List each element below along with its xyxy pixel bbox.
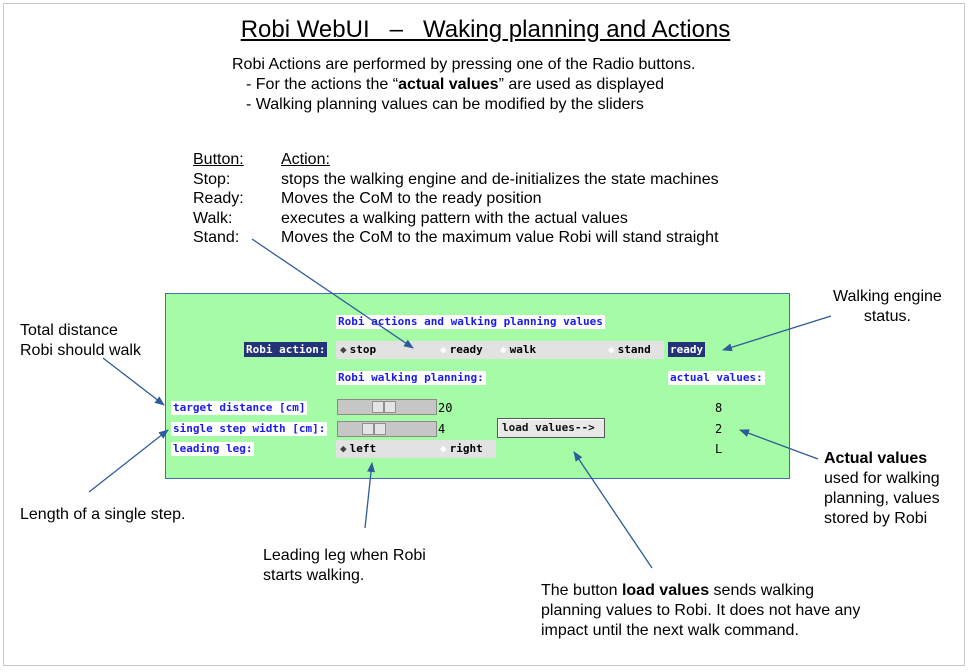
actual-values-note-line: planning, values [824,490,940,507]
slider-thumb[interactable] [362,423,374,435]
radio-label: walk [509,343,537,356]
actual-values-note: Actual values used for walking planning,… [824,449,940,529]
total-distance-note: Total distance Robi should walk [20,321,141,361]
radio-stop[interactable]: ◆stop [340,341,376,359]
arrow-stand-to-radio [251,238,414,349]
button-name: Stop: [193,170,231,188]
walking-planning-label: Robi walking planning: [336,371,486,385]
actual-values-note-line: used for walking [824,470,940,487]
radio-label: stand [617,343,651,356]
button-table-row: Stand: Moves the CoM to the maximum valu… [193,228,719,248]
button-action: Moves the CoM to the maximum value Robi … [281,229,719,246]
actual-step-value: 2 [715,422,723,436]
radio-label: stop [349,343,377,356]
radio-ready[interactable]: ◆ready [440,341,483,359]
arrow-engine-status [722,315,832,352]
load-note-bold: load values [621,582,710,599]
slider-thumb[interactable] [372,401,384,413]
radio-selected-icon: ◆ [340,442,347,455]
leading-leg-note-line: Leading leg when Robi [263,547,426,564]
target-distance-slider[interactable] [337,399,437,415]
load-values-button[interactable]: load values--> [497,418,605,438]
arrow-total-distance [102,357,165,406]
leg-radio-group [336,440,496,458]
load-note-post: sends walking [709,582,815,599]
button-column-header: Button: [193,151,244,168]
arrow-load-values [573,451,653,569]
button-table: Button: Action: Stop: stops the walking … [193,150,719,248]
leading-leg-note: Leading leg when Robi starts walking. [263,546,426,586]
intro-line-2: - For the actions the “actual values” ar… [232,75,695,95]
engine-status-badge: ready [668,342,706,357]
button-table-row: Ready: Moves the CoM to the ready positi… [193,189,719,209]
radio-selected-icon: ◆ [340,343,347,356]
arrow-actual-values [739,429,819,460]
slider-thumb-center [384,401,396,413]
leading-leg-label: leading leg: [171,442,255,456]
panel-header: Robi actions and walking planning values [336,315,605,329]
step-width-value: 4 [438,422,446,436]
action-radio-group [336,341,664,359]
engine-status-note: Walking engine status. [833,287,942,327]
arrow-single-step [88,429,169,493]
radio-right[interactable]: ◆right [440,440,483,458]
load-note-pre: The button [541,582,622,599]
intro-line-2-bold: actual values [398,76,499,93]
button-table-header: Button: Action: [193,150,719,170]
actual-values-label: actual values: [668,371,765,385]
button-name: Stand: [193,229,240,246]
intro-line-2-post: ” are used as displayed [498,76,664,93]
radio-stand[interactable]: ◆stand [608,341,651,359]
radio-label: ready [449,343,483,356]
page-frame [3,3,965,666]
actual-values-note-title: Actual values [824,450,928,467]
button-table-row: Stop: stops the walking engine and de-in… [193,170,719,190]
radio-label: right [449,442,483,455]
action-column-header: Action: [281,151,330,168]
engine-status-note-line: Walking engine [833,288,942,305]
arrow-leading-leg [364,462,376,529]
radio-unselected-icon: ◆ [440,343,447,356]
leading-leg-note-line: starts walking. [263,567,365,584]
actual-leg-value: L [715,442,723,456]
radio-label: left [349,442,377,455]
total-distance-note-line: Total distance [20,322,118,339]
step-width-slider[interactable] [337,421,437,437]
single-step-note: Length of a single step. [20,506,186,523]
total-distance-note-line: Robi should walk [20,342,141,359]
button-name: Ready: [193,190,244,207]
button-action: Moves the CoM to the ready position [281,190,542,207]
intro-line-3: - Walking planning values can be modifie… [246,96,644,113]
target-distance-value: 20 [438,401,453,415]
load-values-note-line: planning values to Robi. It does not hav… [541,602,861,619]
button-action: executes a walking pattern with the actu… [281,209,628,227]
intro-text: Robi Actions are performed by pressing o… [232,55,695,115]
load-values-note-line: The button load values sends walking [541,581,860,601]
load-values-note-line: impact until the next walk command. [541,622,799,639]
engine-status-note-line: status. [863,308,911,325]
radio-unselected-icon: ◆ [500,343,507,356]
actual-distance-value: 8 [715,401,723,415]
step-width-label: single step width [cm]: [171,422,328,436]
load-values-note: The button load values sends walking pla… [541,581,860,641]
actual-values-note-line: stored by Robi [824,510,928,527]
slider-thumb-center [374,423,386,435]
radio-unselected-icon: ◆ [440,442,447,455]
radio-unselected-icon: ◆ [608,343,615,356]
button-name: Walk: [193,209,233,227]
button-table-row: Walk: executes a walking pattern with th… [193,209,719,229]
intro-line-1: Robi Actions are performed by pressing o… [232,56,696,73]
intro-line-2-pre: - For the actions the “ [246,76,399,93]
page-title: Robi WebUI – Waking planning and Actions [240,16,731,43]
robi-action-label: Robi action: [244,342,328,357]
radio-left[interactable]: ◆left [340,440,376,458]
target-distance-label: target distance [cm] [171,401,308,415]
radio-walk[interactable]: ◆walk [500,341,536,359]
button-action: stops the walking engine and de-initiali… [281,170,719,188]
